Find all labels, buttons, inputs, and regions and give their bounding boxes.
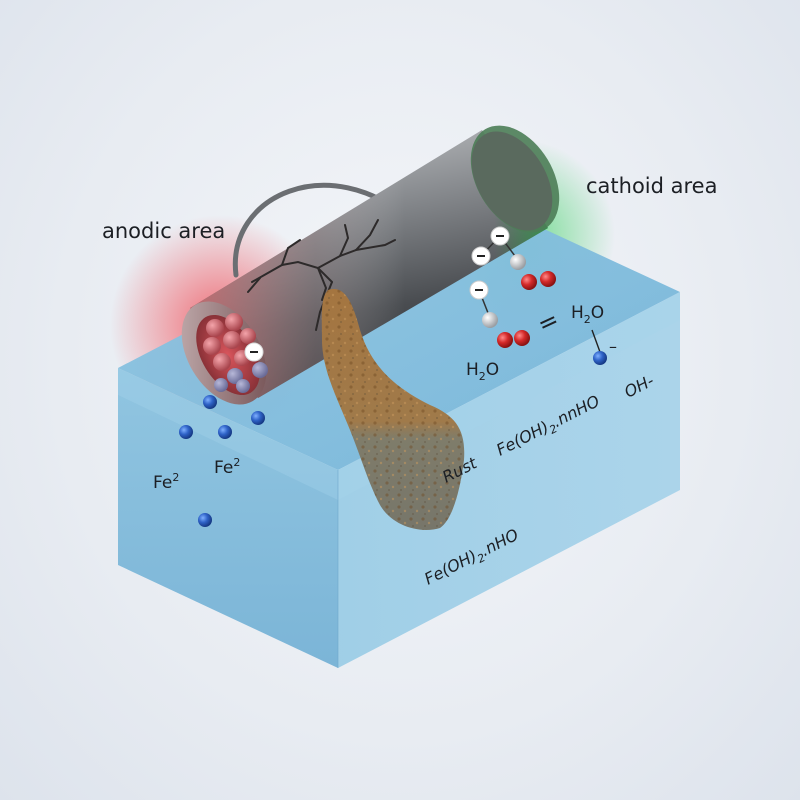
hydrogen-atom: [510, 254, 526, 270]
water-label-2: H2O: [571, 303, 604, 326]
electron-cathode-3: [469, 280, 489, 300]
oxygen-atom: [540, 271, 556, 287]
fe-ion-label-2: Fe2: [214, 456, 240, 478]
fe-ions: [179, 378, 265, 527]
rust-deposit: [321, 289, 465, 530]
hydroxide-ion: [593, 351, 607, 365]
oxygen-atom: [521, 274, 537, 290]
electron-cathode-2: [471, 246, 491, 266]
electron-cathode-1: [490, 226, 510, 246]
electron-anode: [244, 342, 264, 362]
fe-ion-label-1: Fe2: [153, 471, 179, 493]
hydrogen-atom: [482, 312, 498, 328]
oxygen-atom: [497, 332, 513, 348]
cathode-molecules: [469, 226, 607, 365]
iron-pipe: [181, 125, 560, 405]
water-block: [118, 190, 680, 668]
oxygen-atom: [514, 330, 530, 346]
water-label-1: H2O: [466, 360, 499, 383]
reaction-arrow: [591, 329, 601, 353]
iron-atoms-in-pipe: [203, 313, 268, 384]
cathodic-area-label: cathoid area: [586, 174, 717, 198]
hydroxide-charge: –: [609, 337, 617, 356]
anodic-area-label: anodic area: [102, 219, 225, 243]
